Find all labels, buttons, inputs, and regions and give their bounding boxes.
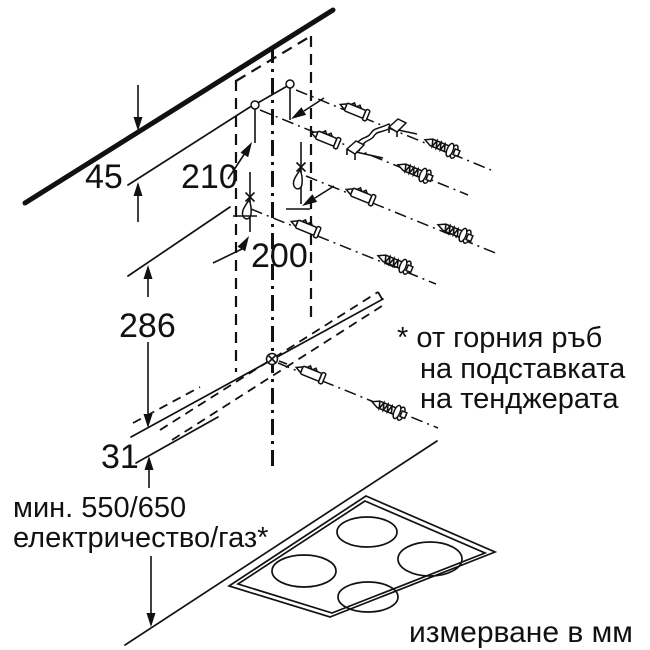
wall-anchor-icon	[308, 125, 343, 151]
dimension-286: 286	[119, 265, 176, 428]
units-label: измерване в мм	[409, 616, 633, 649]
dimension-45: 45	[85, 85, 143, 222]
lower-rail	[132, 291, 386, 441]
mounting-bracket-icon	[345, 118, 418, 160]
dim-45-label: 45	[85, 158, 123, 196]
wall-anchor-icon	[343, 182, 378, 208]
footnote-line-2: на подставката	[420, 353, 626, 385]
screw-icon	[374, 248, 416, 277]
screw-icon	[421, 132, 463, 161]
rail-screw-point	[265, 352, 288, 366]
units-note: измерване в мм	[409, 616, 633, 649]
burner-icon	[271, 554, 337, 588]
pot-support-reference-line	[124, 440, 438, 646]
mid-reference-line	[127, 206, 231, 277]
burner-icon	[397, 541, 463, 577]
dimension-31: 31	[101, 438, 154, 488]
drill-hole-icon	[250, 100, 260, 110]
screw-cross-icon	[295, 161, 307, 173]
upper-reference-line	[127, 106, 251, 186]
screw-cross-icon	[244, 191, 256, 203]
ceiling-line	[22, 7, 336, 206]
drill-hole-icon	[285, 79, 295, 89]
screw-cross-icon	[267, 354, 277, 364]
dim-210-label: 210	[181, 158, 238, 196]
min-height-label: мин. 550/650	[13, 492, 186, 524]
wall-anchor-icon	[293, 360, 328, 386]
burner-icon	[336, 516, 398, 548]
min-height-sublabel: електричество/газ*	[13, 522, 268, 554]
screw-icon	[394, 157, 436, 186]
wall-anchor-icon	[288, 214, 323, 240]
upper-mounting-holes	[250, 79, 295, 143]
hook-icon	[292, 168, 303, 190]
right-hook	[286, 142, 310, 210]
dim-200-label: 200	[251, 237, 308, 275]
dim-286-label: 286	[119, 307, 176, 345]
cooktop	[227, 495, 498, 618]
dimension-200: 200	[212, 185, 335, 275]
screw-icon	[368, 394, 410, 423]
hook-icon	[241, 198, 252, 220]
hood-top-edge	[130, 298, 384, 464]
footnote-line-1: * от горния ръб	[397, 322, 602, 354]
footnote: * от горния ръб на подставката на тендже…	[397, 322, 626, 415]
dim-31-label: 31	[101, 438, 139, 476]
dimension-min-height: мин. 550/650 електричество/газ*	[13, 492, 268, 627]
footnote-line-3: на тенджерата	[420, 383, 619, 415]
burner-icon	[337, 581, 399, 613]
dimension-210: 210	[181, 97, 325, 196]
left-hook	[233, 172, 257, 232]
